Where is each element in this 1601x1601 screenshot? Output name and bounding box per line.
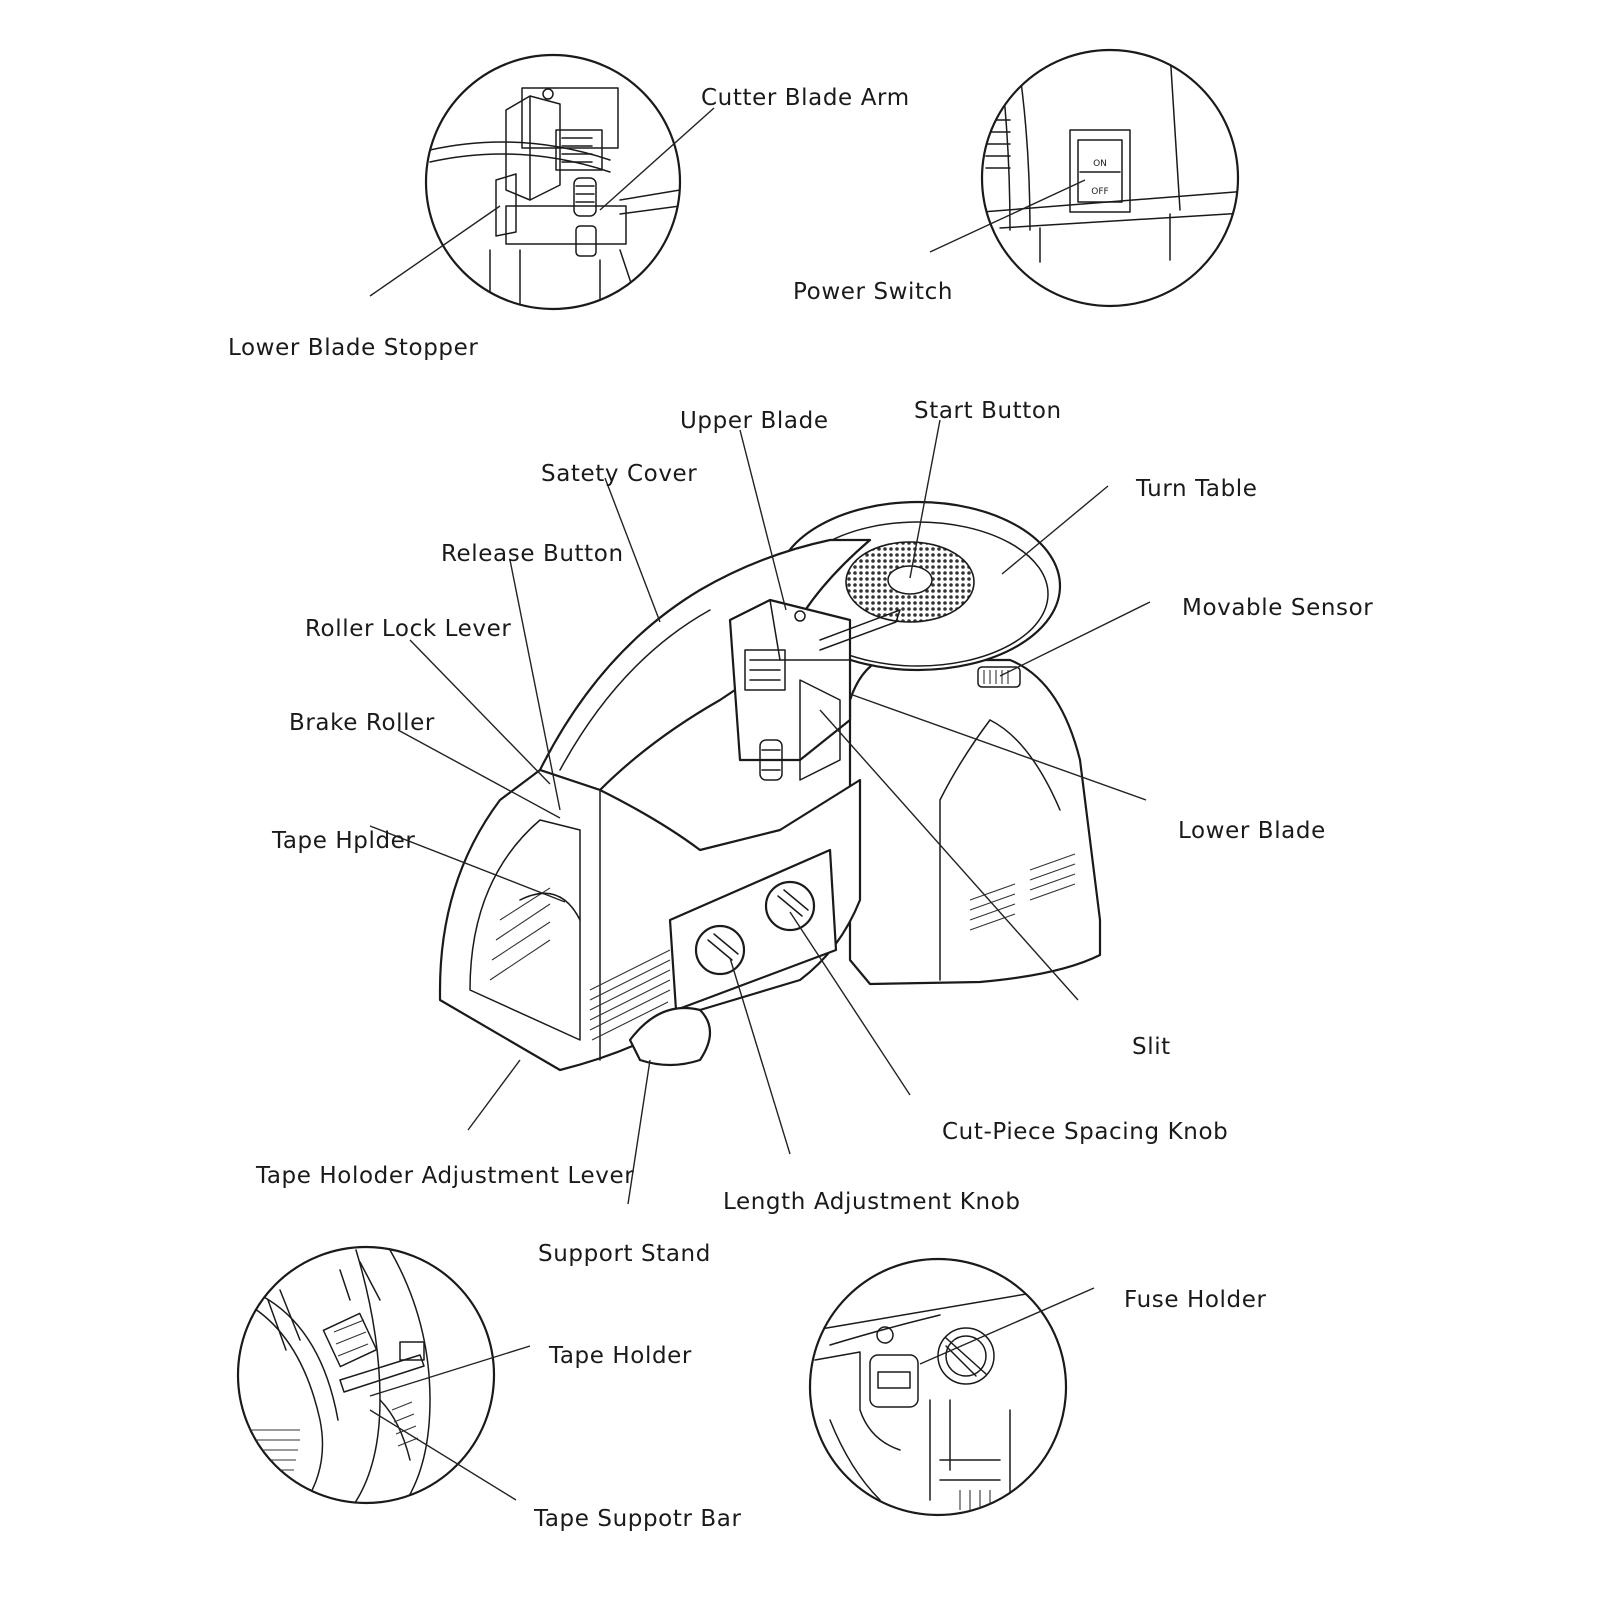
label-cutter-blade-arm: Cutter Blade Arm (701, 85, 910, 111)
inset-cutter-blade-arm (424, 53, 682, 311)
support-stand (628, 1006, 712, 1067)
switch-on-label: ON (1093, 159, 1107, 169)
label-lower-blade-stopper: Lower Blade Stopper (228, 335, 478, 361)
tape-dispenser-machine (438, 500, 1102, 1072)
label-slit: Slit (1132, 1034, 1171, 1060)
switch-off-label: OFF (1091, 187, 1108, 197)
label-release-button: Release Button (441, 541, 624, 567)
label-satety-cover: Satety Cover (541, 461, 697, 487)
label-brake-roller: Brake Roller (289, 710, 435, 736)
right-vents (969, 853, 1076, 931)
inset-power-switch: ON OFF (980, 48, 1240, 308)
start-button (887, 565, 933, 595)
label-fuse-holder: Fuse Holder (1124, 1287, 1267, 1313)
inset-fuse-holder (808, 1257, 1068, 1517)
label-turn-table: Turn Table (1135, 476, 1258, 502)
label-cut-piece-spacing-knob: Cut-Piece Spacing Knob (942, 1119, 1228, 1145)
safety-cover (538, 538, 872, 792)
label-tape-suppotr-bar: Tape Suppotr Bar (533, 1506, 742, 1532)
label-upper-blade: Upper Blade (680, 408, 829, 434)
label-start-button: Start Button (914, 398, 1062, 424)
inset-tape-holder (236, 1245, 496, 1505)
label-lower-blade: Lower Blade (1178, 818, 1326, 844)
label-tape-holder: Tape Holder (548, 1343, 692, 1369)
label-support-stand: Support Stand (538, 1241, 711, 1267)
leader-lines (369, 107, 1151, 1501)
label-movable-sensor: Movable Sensor (1182, 595, 1373, 621)
label-power-switch: Power Switch (793, 279, 953, 305)
label-tape-holoder-adjustment-lever: Tape Holoder Adjustment Lever (255, 1163, 634, 1189)
label-tape-hplder: Tape Hplder (271, 828, 416, 854)
callout-labels: Cutter Blade Arm Lower Blade Stopper Pow… (228, 85, 1373, 1532)
label-roller-lock-lever: Roller Lock Lever (305, 616, 511, 642)
cutter-head (728, 598, 901, 781)
label-length-adjustment-knob: Length Adjustment Knob (723, 1189, 1021, 1215)
